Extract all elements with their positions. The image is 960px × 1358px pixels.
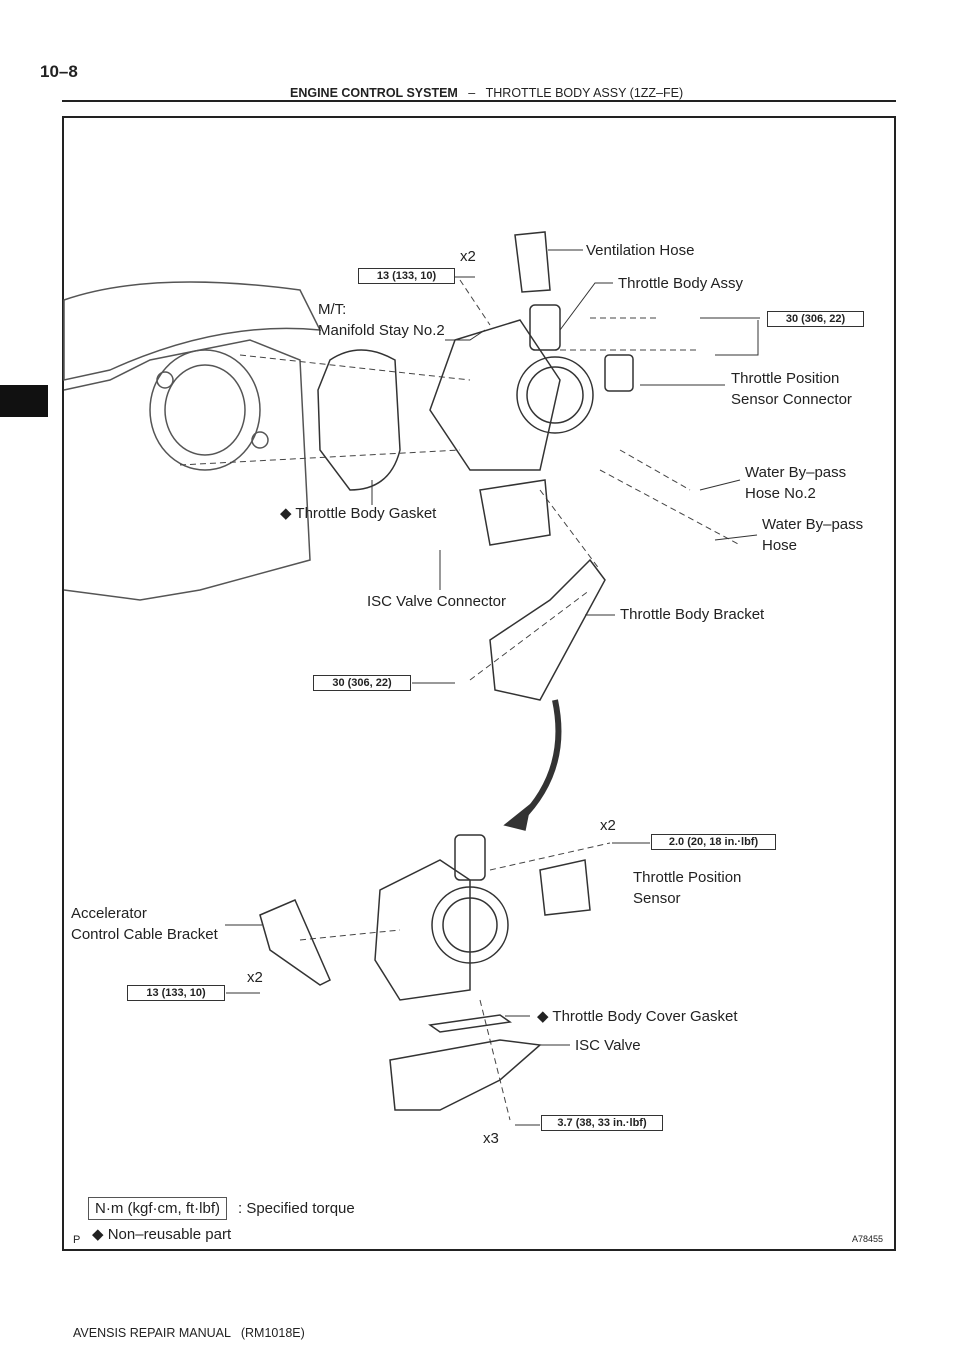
figure-frame [62,116,896,1251]
throttle-body-assy-top [429,304,634,546]
label-x3: x3 [483,1130,499,1147]
footer-manual-title: AVENSIS REPAIR MANUAL (RM1018E) [73,1326,305,1340]
page-header: ENGINE CONTROL SYSTEM – THROTTLE BODY AS… [290,86,683,100]
legend-torque-desc: : Specified torque [238,1200,355,1217]
torque-body: 30 (306, 22) [767,311,864,327]
figure-id: A78455 [852,1234,884,1244]
page-number: 10–8 [40,62,78,81]
throttle-body-bottom [374,834,591,1001]
label-manifold-stay: Manifold Stay No.2 [318,322,445,339]
label-cover-gasket: ◆ Throttle Body Cover Gasket [537,1008,738,1025]
intake-manifold [63,281,322,601]
throttle-body-bracket [489,558,606,701]
label-throttle-body-gasket: ◆ Throttle Body Gasket [280,505,437,522]
label-isc-connector: ISC Valve Connector [367,593,506,610]
legend-torque-unit: N·m (kgf·cm, ft·lbf) [88,1197,227,1220]
label-x2-accel: x2 [247,969,263,986]
label-x2-tps: x2 [600,817,616,834]
header-separator: – [468,86,476,100]
section-tab [0,385,48,417]
label-isc-valve: ISC Valve [575,1037,641,1054]
torque-stay: 13 (133, 10) [358,268,455,284]
torque-tps: 2.0 (20, 18 in.·lbf) [651,834,776,850]
legend-nonreusable: ◆ Non–reusable part [92,1226,232,1243]
torque-accel: 13 (133, 10) [127,985,225,1001]
removal-arrow [517,699,562,823]
label-x2-top: x2 [460,248,476,265]
label-throttle-body-assy: Throttle Body Assy [618,275,744,292]
cover-gasket [428,1014,512,1033]
corner-code: P [73,1234,81,1246]
ventilation-hose [514,231,551,293]
leader-lines [225,249,760,1126]
accelerator-bracket [259,899,331,986]
label-mt: M/T: [318,301,347,318]
torque-bracket: 30 (306, 22) [313,675,411,691]
throttle-body-gasket [317,349,401,491]
torque-isc: 3.7 (38, 33 in.·lbf) [541,1115,663,1131]
topic-title: THROTTLE BODY ASSY (1ZZ–FE) [485,86,684,100]
section-title: ENGINE CONTROL SYSTEM [290,86,458,100]
isc-valve [389,1039,542,1111]
header-rule [62,100,896,102]
label-throttle-body-bracket: Throttle Body Bracket [620,606,765,623]
label-ventilation-hose: Ventilation Hose [586,242,695,259]
